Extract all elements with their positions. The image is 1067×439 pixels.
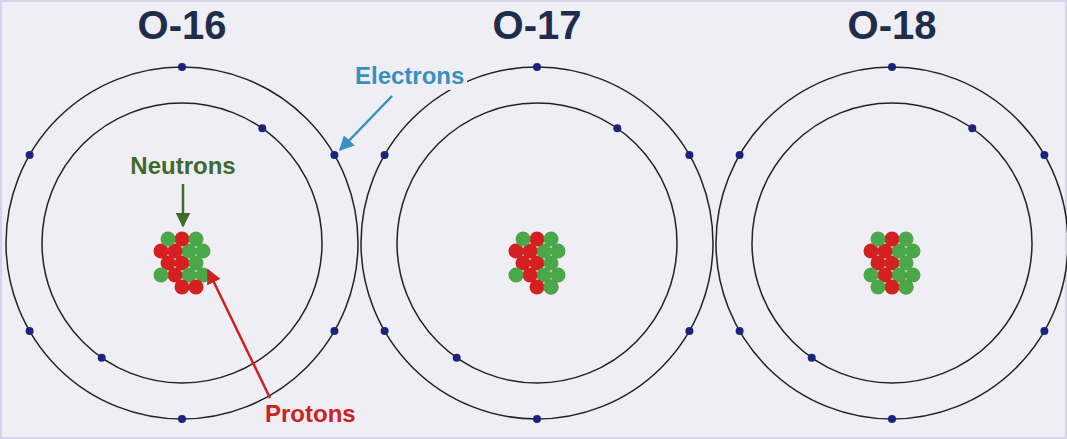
proton-label: Protons <box>262 400 359 428</box>
electron-label: Electrons <box>352 62 467 90</box>
atom-circle: O-18 <box>716 67 1067 419</box>
isotope-title: O-18 <box>716 3 1067 48</box>
isotope-title: O-17 <box>361 3 713 48</box>
isotope-title: O-16 <box>6 3 358 48</box>
nucleus <box>154 232 921 295</box>
atom-circle: O-17 <box>361 67 713 419</box>
neutron-label: Neutrons <box>127 152 238 180</box>
leader-line <box>182 184 185 226</box>
atom-circle: O-16 <box>6 67 358 419</box>
leader-line <box>340 96 392 150</box>
leader-line <box>208 270 270 398</box>
